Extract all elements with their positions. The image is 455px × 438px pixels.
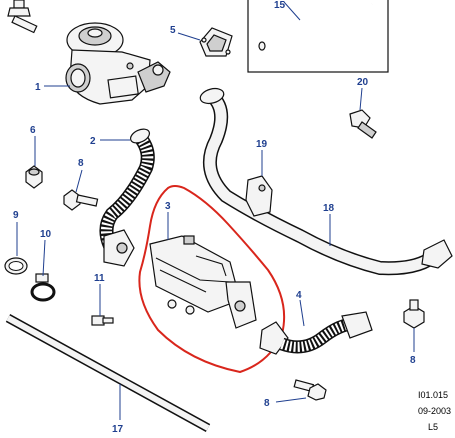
callout-18: 18 xyxy=(323,203,335,214)
sensor xyxy=(349,109,377,139)
bolt-left xyxy=(63,189,99,211)
callout-10: 10 xyxy=(40,229,52,240)
bolt-bottom xyxy=(293,379,327,401)
callout-9: 9 xyxy=(13,210,19,221)
callout-8-right: 8 xyxy=(410,355,416,366)
egr-cooler xyxy=(149,235,257,329)
egr-valve xyxy=(65,22,171,105)
seal-ring xyxy=(4,257,28,275)
callout-6: 6 xyxy=(30,125,36,136)
callout-1: 1 xyxy=(35,82,41,93)
diagram-code: L5 xyxy=(428,422,438,432)
bolt-right xyxy=(403,299,425,329)
highlight-outline xyxy=(138,185,286,374)
bolt-top-left xyxy=(7,0,38,34)
exhaust-pipe-18 xyxy=(199,87,453,276)
inset-box-15 xyxy=(247,0,389,73)
callout-8-left: 8 xyxy=(78,158,84,169)
long-tube xyxy=(5,314,211,432)
callout-17: 17 xyxy=(112,424,124,435)
callout-2: 2 xyxy=(90,136,96,147)
callout-11: 11 xyxy=(94,273,105,284)
gasket xyxy=(199,27,233,57)
callout-4: 4 xyxy=(296,290,302,301)
hose-clamp xyxy=(30,273,56,302)
callout-15: 15 xyxy=(274,0,286,11)
callout-5: 5 xyxy=(170,25,176,36)
callout-3: 3 xyxy=(165,201,171,212)
callout-19: 19 xyxy=(256,139,268,150)
screw xyxy=(91,315,114,326)
corrugated-hose-2 xyxy=(99,128,155,267)
corrugated-hose-4 xyxy=(259,311,373,355)
diagram-date: 09-2003 xyxy=(418,406,451,416)
callout-8-bottom: 8 xyxy=(264,398,270,409)
callout-20: 20 xyxy=(357,77,369,88)
diagram-ref: I01.015 xyxy=(418,390,448,400)
nut xyxy=(25,165,43,189)
bracket-19 xyxy=(245,175,273,217)
